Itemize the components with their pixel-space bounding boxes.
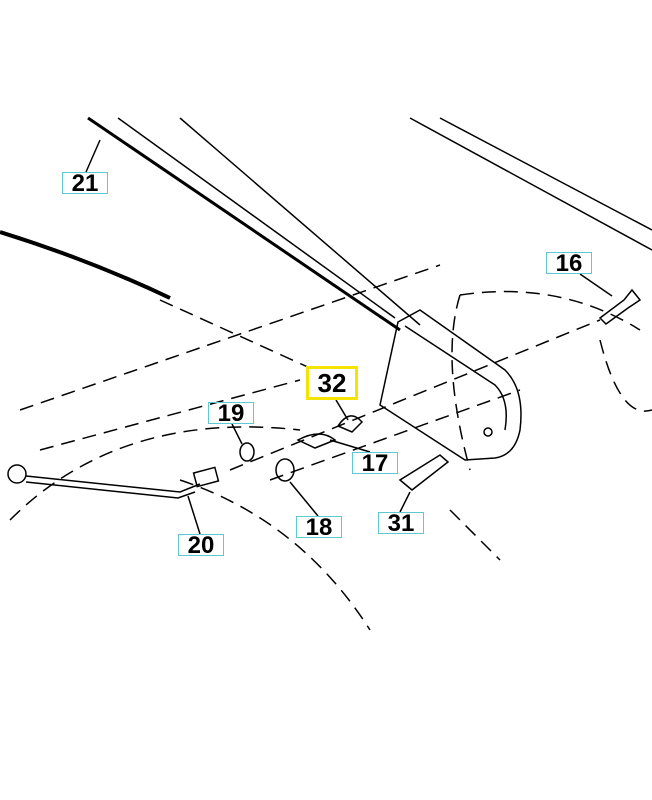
callout-17[interactable]: 17 [352, 452, 398, 476]
callout-20[interactable]: 20 [178, 534, 224, 558]
callout-19[interactable]: 19 [208, 402, 254, 426]
cable [0, 230, 171, 300]
dashed-guides [9, 264, 652, 631]
bolt-31 [398, 454, 450, 491]
bolt-16 [598, 288, 642, 325]
callout-31[interactable]: 31 [378, 512, 424, 536]
callout-21[interactable]: 21 [62, 172, 108, 196]
callout-18[interactable]: 18 [296, 516, 342, 540]
handle-tube [87, 116, 652, 332]
callout-16[interactable]: 16 [546, 252, 592, 276]
leader-lines [85, 139, 613, 535]
part-17 [296, 433, 337, 449]
washer-19 [239, 442, 255, 462]
housing-plate [379, 309, 522, 461]
callout-32-highlighted[interactable]: 32 [306, 366, 358, 400]
lever-20 [7, 464, 220, 499]
gear-32 [336, 415, 364, 433]
nut-18 [275, 458, 295, 482]
